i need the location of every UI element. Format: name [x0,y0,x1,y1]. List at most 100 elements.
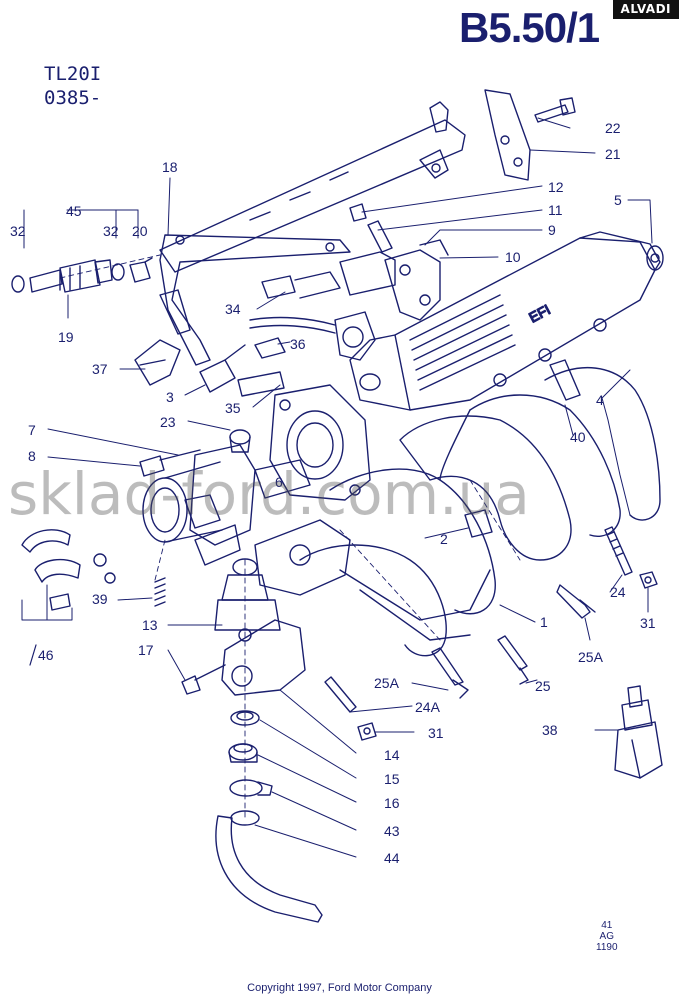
brand-badge: ALVADI [612,0,679,19]
o-ring-32a [11,275,25,293]
bracket-37 [134,339,181,386]
callout-25a: 25A [578,649,604,665]
manifold-lower [254,519,491,641]
callout-46: 46 [38,647,54,663]
callout-37: 37 [92,361,108,377]
callout-10: 10 [505,249,521,265]
intake-runners [299,367,661,657]
callout-8: 8 [28,448,36,464]
bracket-18 [159,234,351,366]
ref-line1: 41 [601,920,613,931]
callout-5: 5 [614,192,622,208]
ring-16 [228,743,258,763]
sensor-3 [199,344,246,393]
clip-43 [229,779,273,797]
callout-12: 12 [548,179,564,195]
throttle-sensor [249,311,376,361]
idle-valve-10 [339,239,449,321]
callout-46-slash [29,644,37,666]
callout-25a-2: 25A [374,675,400,691]
bolt-25a [556,584,596,619]
throttle-body [142,444,256,566]
injector-19 [29,259,113,293]
bolt-11 [367,220,393,253]
callout-31a: 31 [640,615,656,631]
fuel-rail [159,101,466,273]
callout-23: 23 [160,414,176,430]
callout-11: 11 [548,202,563,218]
clamp-46 [21,529,116,611]
bolt-25a-2 [431,647,469,699]
callout-1: 1 [540,614,548,630]
callout-15: 15 [384,771,400,787]
callout-9: 9 [548,222,556,238]
callout-22: 22 [605,120,621,136]
callout-32b: 32 [103,223,119,239]
plug-23 [229,429,251,453]
callout-6: 6 [275,474,283,490]
ref-line3: 1190 [596,942,618,953]
callout-21: 21 [605,146,621,162]
gasket-7 [184,494,221,529]
copyright: Copyright 1997, Ford Motor Company [247,982,432,994]
bolt-40 [549,359,581,401]
callout-2: 2 [440,531,448,547]
efi-logo: EFI [526,301,553,325]
nut-31a [639,571,658,589]
bolt-17 [181,664,226,695]
callout-labels: 22 21 12 11 9 10 5 18 45 32 32 20 19 34 … [10,120,656,866]
callout-4: 4 [596,392,604,408]
bolt-22 [534,97,576,123]
callout-31b: 31 [428,725,444,741]
watermark: sklad-ford.com.ua [8,460,530,528]
clip-35 [237,371,285,397]
callout-36: 36 [290,336,306,352]
bolt-12 [349,203,367,222]
callout-40: 40 [570,429,586,445]
drawing-reference: 41 AG 1190 [596,920,618,953]
gasket-6 [254,459,311,499]
callout-14: 14 [384,747,400,763]
callout-7: 7 [28,422,36,438]
regulator-13 [214,558,281,642]
bolt-8 [139,449,201,477]
intake-plenum [349,231,664,411]
bracket-14 [221,619,306,696]
sensor-34 [261,271,341,299]
nut-31b [357,722,377,741]
callout-18: 18 [162,159,178,175]
callout-39: 39 [92,591,108,607]
ref-line2: AG [599,931,614,942]
hose-44 [215,810,323,923]
model-code: TL20I 0385- [44,62,101,110]
bracket-21 [484,89,531,181]
callout-43: 43 [384,823,400,839]
leader-lines [21,117,653,858]
callout-24: 24 [610,584,626,600]
callout-13: 13 [142,617,158,633]
callout-45: 45 [66,203,82,219]
page-code: B5.50/1 [459,4,600,51]
callout-35: 35 [225,400,241,416]
callout-3: 3 [166,389,174,405]
model-code-line1: TL20I [44,63,102,85]
callout-19: 19 [58,329,74,345]
connector-36 [254,337,286,359]
bolt-2 [464,509,493,538]
callout-24a: 24A [415,699,441,715]
bolt-25 [497,635,529,685]
model-code-line2: 0385- [44,87,102,109]
stud-24a [324,676,357,713]
callout-25: 25 [535,678,551,694]
sensor-38 [614,685,663,779]
callout-32a: 32 [10,223,26,239]
callout-17: 17 [138,642,154,658]
callout-16: 16 [384,795,400,811]
nut-5 [650,253,660,263]
callout-38: 38 [542,722,558,738]
clip-20 [129,257,153,283]
callout-20: 20 [132,223,148,239]
callout-44: 44 [384,850,400,866]
